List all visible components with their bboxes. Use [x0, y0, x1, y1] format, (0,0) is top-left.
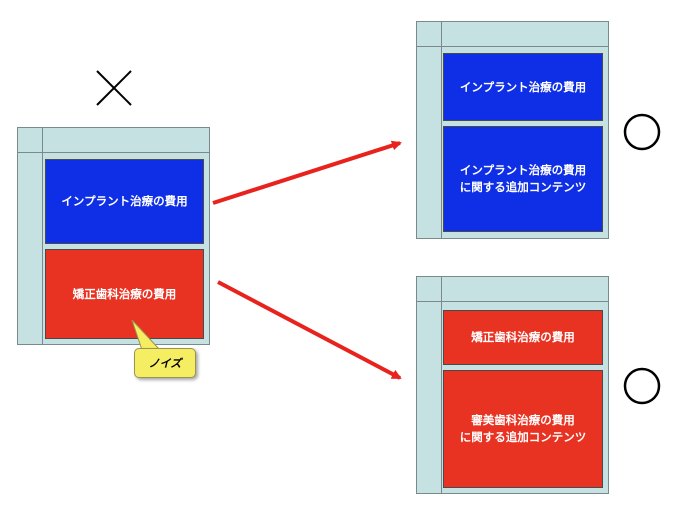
- original-bottom-box: 矯正歯科治療の費用: [45, 249, 204, 339]
- x-mark-icon: [96, 70, 132, 106]
- good-page-2-top-box: 矯正歯科治療の費用: [443, 310, 603, 365]
- original-top-box: インプラント治療の費用: [45, 159, 204, 244]
- circle-mark-icon: [623, 113, 661, 151]
- noise-callout: ノイズ: [134, 348, 196, 378]
- good-page-1-top-box: インプラント治療の費用: [443, 53, 603, 121]
- arrow-to-page-2: [217, 280, 402, 380]
- arrow-to-page-1: [212, 140, 402, 205]
- circle-mark-icon: [623, 367, 661, 405]
- good-page-1-bottom-box: インプラント治療の費用 に関する追加コンテンツ: [443, 126, 603, 232]
- good-page-2-bottom-box: 審美歯科治療の費用 に関する追加コンテンツ: [443, 370, 603, 488]
